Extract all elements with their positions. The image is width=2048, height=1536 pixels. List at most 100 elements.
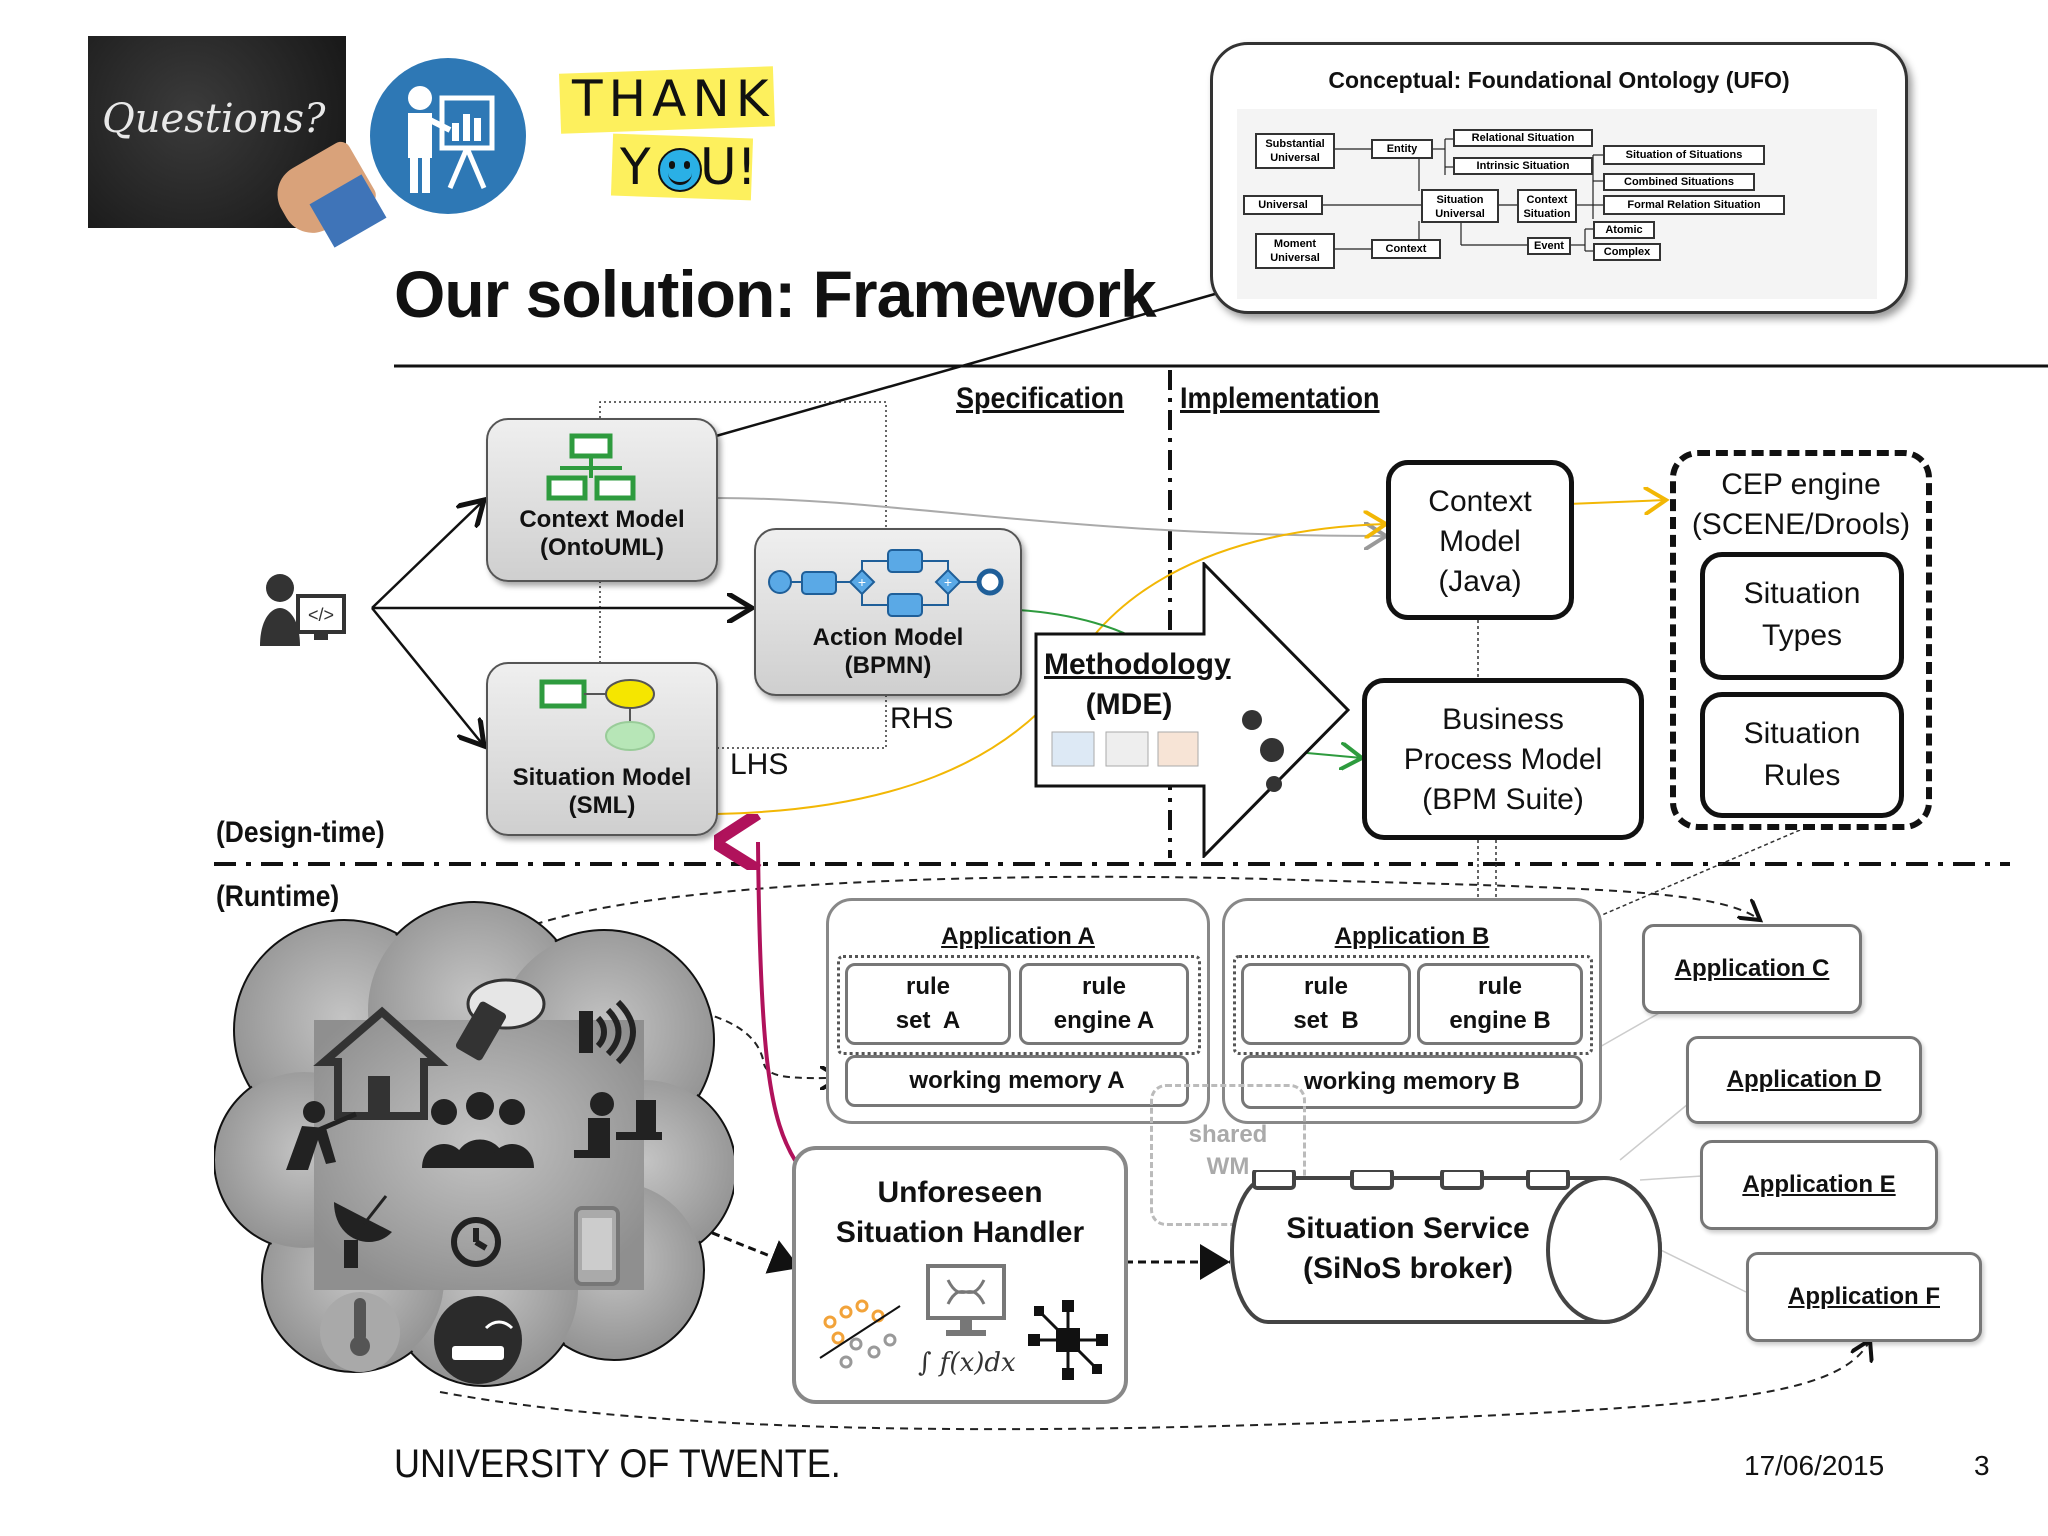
situation-model-subtitle: (SML)	[568, 792, 636, 819]
shared-wm-box: shared WM	[1150, 1084, 1306, 1226]
implementation-label: Implementation	[1180, 382, 1380, 415]
context-model-title: Context Model	[519, 506, 685, 533]
situation-model-box: Situation Model (SML)	[486, 662, 718, 836]
bpmn-process-icon: + +	[768, 549, 1004, 617]
you-u-text: U!	[700, 138, 757, 196]
application-d-box: Application D	[1686, 1036, 1922, 1124]
iot-cloud	[214, 900, 734, 1390]
presenter-icon	[408, 86, 495, 193]
firefighter-icon	[286, 1101, 357, 1170]
formula-text: ∫ f(x)dx	[918, 1348, 1016, 1378]
scatter-plot-icon	[819, 1299, 901, 1369]
shared-wm-line2: WM	[1206, 1153, 1250, 1180]
ufo-node: Universal	[1243, 195, 1323, 215]
router-icon	[434, 1296, 522, 1384]
desk-worker-icon	[574, 1092, 662, 1158]
svg-text:</>: </>	[308, 605, 334, 625]
ufo-node: Formal Relation Situation	[1603, 195, 1785, 215]
unforeseen-line2: Situation Handler	[835, 1216, 1085, 1249]
svg-text:+: +	[858, 574, 866, 590]
cep-line2: (SCENE/Drools)	[1691, 508, 1911, 541]
monitor-dna-icon	[926, 1264, 1006, 1336]
action-model-title: Action Model	[812, 624, 964, 651]
rule-set-b-line1: rule	[1303, 973, 1348, 1000]
bpm-line1: Business	[1442, 703, 1564, 736]
developer-icon: </>	[258, 566, 358, 656]
rhs-label: RHS	[890, 702, 954, 735]
situation-model-icon	[539, 679, 655, 751]
situation-types-line2: Types	[1761, 619, 1843, 652]
lhs-label: LHS	[730, 748, 789, 781]
phone-cloud-icon	[455, 978, 546, 1061]
ufo-node: Context	[1371, 239, 1441, 259]
rule-engine-b-line2: engine B	[1449, 1007, 1551, 1034]
group-icon	[422, 1092, 534, 1168]
unforeseen-line1: Unforeseen	[877, 1176, 1043, 1209]
ufo-node: Relational Situation	[1453, 129, 1593, 147]
context-java-line3: (Java)	[1438, 565, 1522, 598]
specification-label: Specification	[956, 382, 1125, 415]
situation-types-line1: Situation	[1743, 577, 1861, 610]
broker-ports	[1252, 1170, 1570, 1190]
wireless-signal-icon	[579, 999, 636, 1065]
situation-service-line1: Situation Service	[1286, 1212, 1530, 1245]
thank-you-note: THANK Y U!	[559, 64, 780, 204]
runtime-label: (Runtime)	[216, 880, 340, 913]
presenter-logo	[370, 58, 526, 214]
rule-engine-b-box: rule engine B	[1417, 963, 1583, 1045]
application-c-label: Application C	[1674, 955, 1830, 982]
rule-set-b-box: rule set B	[1241, 963, 1411, 1045]
cep-line1: CEP engine	[1721, 468, 1881, 501]
bpm-line3: (BPM Suite)	[1422, 783, 1584, 816]
app-b-rules-group	[1233, 955, 1593, 1055]
application-f-label: Application F	[1788, 1283, 1940, 1310]
questions-text: Questions?	[102, 96, 326, 142]
application-d-label: Application D	[1726, 1066, 1882, 1093]
working-memory-b-box: working memory B	[1241, 1055, 1583, 1109]
bpm-box: Business Process Model (BPM Suite)	[1362, 678, 1644, 840]
ufo-node: Context Situation	[1517, 189, 1577, 223]
diagram-thumbnails-icon	[1051, 731, 1199, 767]
ufo-node: Entity	[1371, 139, 1433, 159]
situation-service-cylinder: Situation Service (SiNoS broker)	[1228, 1170, 1664, 1330]
ufo-node: Combined Situations	[1603, 173, 1755, 191]
rule-set-a-line2: set A	[895, 1007, 961, 1034]
working-memory-b-label: working memory B	[1303, 1068, 1521, 1095]
context-java-line2: Model	[1439, 525, 1521, 558]
footer-university: UNIVERSITY OF TWENTE.	[394, 1442, 841, 1486]
application-f-box: Application F	[1746, 1252, 1982, 1342]
ufo-arrows	[1323, 138, 1603, 252]
ufo-node: Situation of Situations	[1603, 145, 1765, 165]
ufo-node: Atomic	[1593, 221, 1655, 239]
working-memory-a-box: working memory A	[845, 1055, 1189, 1107]
footer-date: 17/06/2015	[1744, 1450, 1885, 1481]
application-c-box: Application C	[1642, 924, 1862, 1014]
thank-text: THANK	[572, 70, 775, 128]
network-hub-icon	[1028, 1300, 1108, 1380]
you-y-text: Y	[620, 138, 651, 196]
page-title: Our solution: Framework	[394, 257, 1157, 331]
situation-model-title: Situation Model	[512, 764, 692, 791]
alarm-clock-icon	[451, 1217, 501, 1267]
rule-set-b-line2: set B	[1293, 1007, 1359, 1034]
footer-page-number: 3	[1974, 1450, 1990, 1481]
cep-engine-box: CEP engine (SCENE/Drools) Situation Type…	[1670, 450, 1932, 830]
svg-text:+: +	[944, 574, 952, 590]
unforeseen-handler-box: Unforeseen Situation Handler ∫ f(x)dx	[792, 1146, 1128, 1404]
shared-wm-line1: shared	[1188, 1121, 1268, 1148]
action-model-subtitle: (BPMN)	[844, 652, 932, 679]
design-time-label: (Design-time)	[216, 816, 385, 849]
situation-rules-line2: Rules	[1763, 759, 1841, 792]
ufo-node: Substantial Universal	[1255, 133, 1335, 169]
mobile-phone-icon	[574, 1206, 620, 1286]
satellite-dish-icon	[334, 1195, 392, 1268]
hierarchy-icon	[546, 433, 636, 501]
house-icon	[313, 1006, 449, 1120]
rule-engine-a-line2: engine A	[1053, 1007, 1155, 1034]
working-memory-a-label: working memory A	[909, 1067, 1125, 1094]
rule-engine-b-line1: rule	[1477, 973, 1522, 1000]
bpm-line2: Process Model	[1403, 743, 1603, 776]
